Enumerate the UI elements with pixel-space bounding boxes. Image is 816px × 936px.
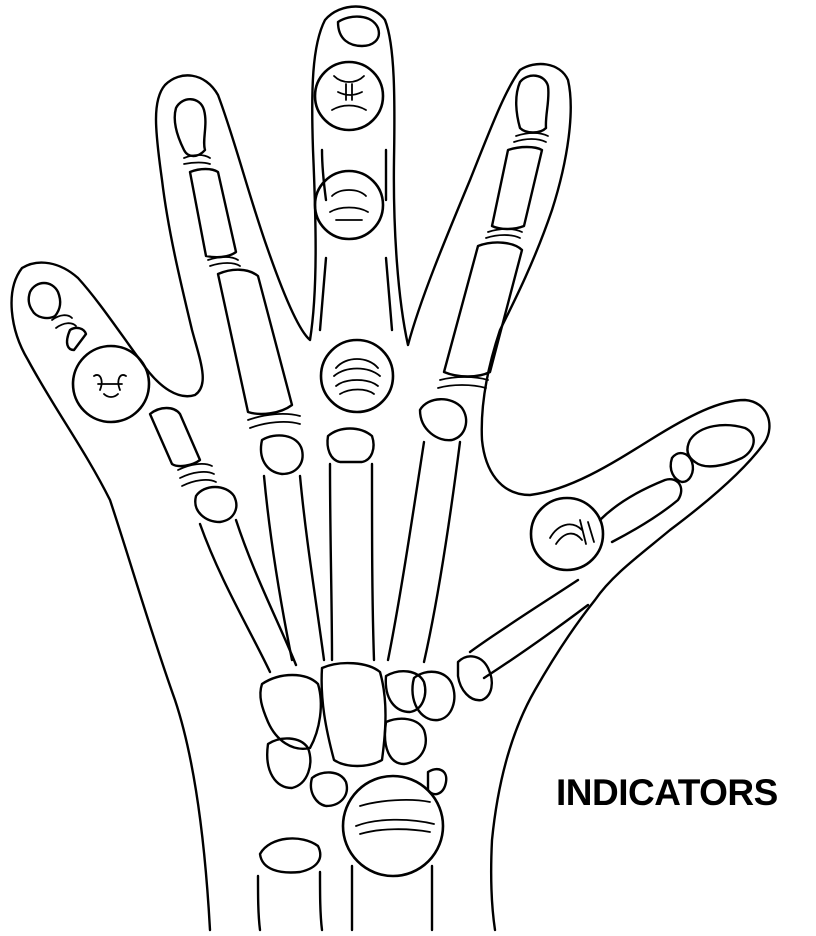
ring-middle-phalanx bbox=[492, 147, 542, 229]
ring-middle-epiphysis bbox=[486, 229, 522, 238]
indicator-little-middle bbox=[73, 346, 149, 422]
radial-styloid bbox=[428, 769, 446, 794]
lunate-bone bbox=[311, 772, 347, 806]
middle-finger-bones bbox=[320, 17, 392, 660]
thumb-metacarpal bbox=[470, 580, 588, 678]
indicator-detail bbox=[334, 359, 380, 394]
ring-proximal-epiphysis bbox=[438, 377, 488, 388]
middle-proximal-phalanx bbox=[320, 258, 392, 330]
indicator-middle-middle bbox=[315, 171, 383, 239]
indicator-thumb-proximal bbox=[531, 498, 603, 570]
forearm-bones bbox=[258, 838, 432, 930]
indicator-detail bbox=[332, 76, 366, 110]
middle-metacarpal-head bbox=[328, 429, 374, 463]
indicator-middle-proximal bbox=[321, 340, 393, 412]
index-finger-bones bbox=[175, 99, 324, 660]
middle-metacarpal bbox=[330, 464, 374, 660]
little-metacarpal bbox=[200, 520, 296, 672]
index-middle-phalanx bbox=[190, 169, 236, 257]
capitate-bone bbox=[322, 663, 386, 766]
indicator-detail bbox=[550, 520, 594, 544]
index-middle-epiphysis bbox=[208, 257, 240, 266]
ring-metacarpal bbox=[388, 442, 460, 662]
ring-finger-bones bbox=[388, 76, 548, 662]
index-distal-phalanx bbox=[175, 99, 206, 156]
little-finger-bones bbox=[29, 283, 296, 672]
little-proximal-epiphysis bbox=[178, 464, 216, 486]
index-metacarpal-head bbox=[261, 435, 303, 474]
ring-metacarpal-head bbox=[420, 399, 466, 440]
indicator-radius bbox=[343, 776, 443, 876]
thumb-metacarpal-epiphysis bbox=[458, 656, 492, 700]
thumb-epiphysis bbox=[671, 453, 693, 482]
thumb-proximal-phalanx bbox=[600, 479, 681, 542]
index-proximal-epiphysis bbox=[248, 414, 300, 428]
indicator-detail bbox=[330, 190, 368, 220]
trapezoid-bone bbox=[386, 671, 425, 712]
indicators-caption: INDICATORS bbox=[556, 772, 806, 822]
indicator-ring bbox=[315, 171, 383, 239]
little-distal-epiphysis bbox=[52, 315, 76, 328]
index-proximal-phalanx bbox=[218, 270, 292, 414]
ring-distal-epiphysis bbox=[514, 133, 548, 142]
indicator-ring bbox=[315, 62, 383, 130]
little-proximal-phalanx bbox=[150, 408, 200, 466]
index-metacarpal bbox=[264, 476, 324, 660]
ulna-shaft bbox=[258, 872, 322, 930]
ring-distal-phalanx bbox=[516, 76, 548, 133]
little-distal-phalanx bbox=[29, 283, 60, 318]
indicator-ring bbox=[321, 340, 393, 412]
indicator-circles bbox=[73, 62, 603, 876]
middle-distal-phalanx bbox=[338, 17, 379, 46]
indicator-detail bbox=[94, 375, 126, 397]
thumb-distal-phalanx bbox=[687, 425, 753, 466]
little-middle-phalanx bbox=[67, 328, 86, 350]
scaphoid-bone bbox=[385, 719, 426, 764]
ulna-epiphysis bbox=[260, 838, 320, 872]
trapezium-bone bbox=[412, 672, 454, 720]
carpal-bones bbox=[260, 663, 454, 806]
little-metacarpal-head bbox=[195, 487, 236, 522]
indicator-detail bbox=[356, 800, 434, 834]
indicator-middle-distal bbox=[315, 62, 383, 130]
